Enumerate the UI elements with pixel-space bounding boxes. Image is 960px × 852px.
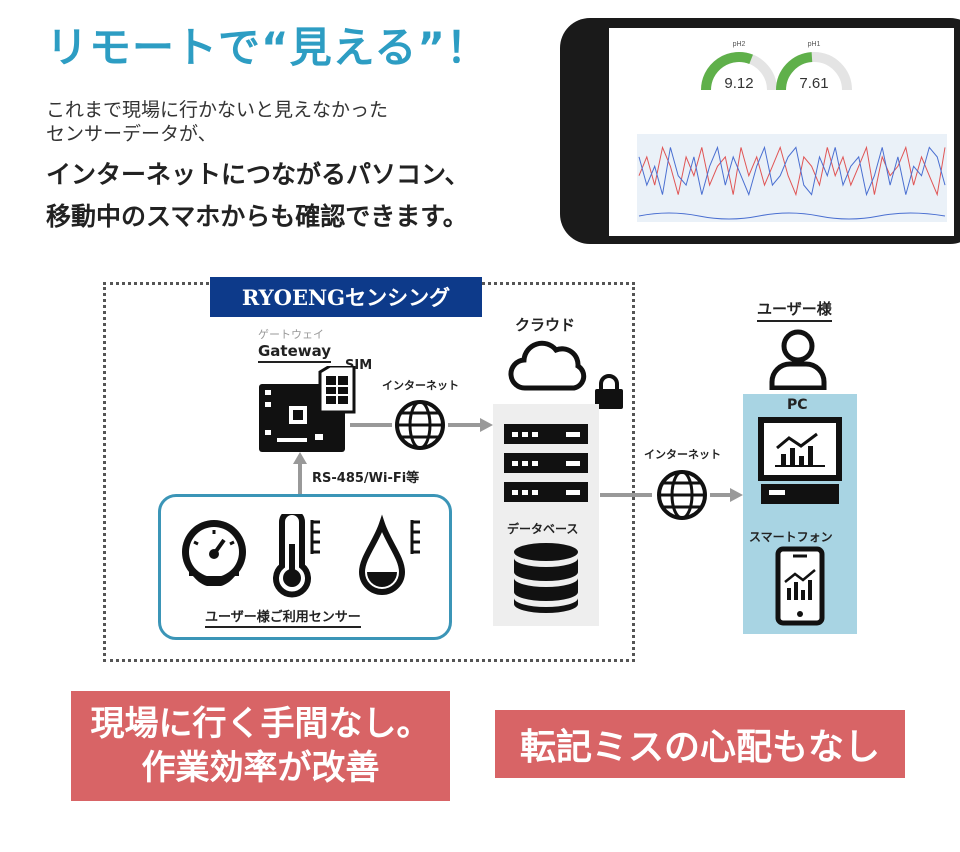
gauge-fill — [776, 52, 813, 91]
gauge-value: 7.61 — [799, 75, 828, 92]
headline: リモートで“見える”！ — [46, 23, 489, 72]
pc-label: PC — [787, 397, 808, 413]
arrow-cloud-to-user — [600, 488, 743, 502]
intro-line-2: センサーデータが、 — [46, 123, 217, 145]
globe-icon — [657, 470, 707, 520]
intro-line-1: これまで現場に行かないと見えなかった — [46, 99, 389, 121]
phone-screen: 9.12 pH2 7.61 pH1 — [609, 28, 954, 236]
sensor-label: ユーザー様ご利用センサー — [205, 606, 361, 628]
database-label: データベース — [507, 522, 579, 536]
cloud-icon — [508, 340, 587, 391]
smartphone-label: スマートフォン — [749, 530, 833, 544]
intro-line-4: 移動中のスマホからも確認できます。 — [46, 202, 468, 231]
thermometer-icon — [273, 514, 320, 598]
gauge-label: pH1 — [808, 41, 821, 48]
water-drop-icon — [358, 514, 420, 595]
link-label: RS-485/Wi-Fi等 — [312, 471, 420, 486]
gateway-label: Gateway — [258, 342, 332, 363]
gauge-value: 9.12 — [724, 75, 753, 92]
server-icon — [504, 424, 588, 502]
benefit-no-transcription-errors: 転記ミスの心配もなし — [495, 710, 905, 778]
dashboard-view: 9.12 pH2 7.61 pH1 — [637, 41, 947, 222]
range-slider[interactable] — [637, 208, 947, 222]
pc-monitor-icon — [758, 417, 842, 504]
range-slider-line — [638, 212, 946, 220]
globe-icon — [395, 400, 445, 450]
gateway-reading: ゲートウェイ — [258, 328, 324, 341]
lock-icon — [595, 374, 623, 409]
user-label: ユーザー様 — [757, 298, 832, 322]
pressure-gauge-icon — [182, 520, 246, 586]
sim-card-icon — [318, 366, 356, 414]
brand-banner: RYOENGセンシング — [210, 277, 482, 317]
database-icon — [514, 543, 578, 613]
internet-label-2: インターネット — [644, 448, 721, 461]
gauge-fill — [701, 52, 753, 91]
benefit1-line2: 作業効率が改善 — [141, 748, 380, 788]
chart-area — [637, 134, 947, 210]
arrow-sensor-to-gateway — [293, 452, 307, 496]
gauge-label: pH2 — [733, 41, 746, 48]
internet-label-1: インターネット — [382, 379, 459, 392]
chart-series-line-1 — [638, 145, 946, 197]
intro-line-3: インターネットにつながるパソコン、 — [46, 160, 470, 189]
arrow-gateway-to-cloud — [350, 418, 493, 432]
smartphone-icon — [775, 546, 825, 626]
user-icon — [769, 329, 827, 390]
benefit1-line1: 現場に行く手間なし。 — [90, 704, 431, 744]
cloud-label: クラウド — [515, 316, 576, 334]
benefit-no-site-visit: 現場に行く手間なし。 作業効率が改善 — [71, 691, 450, 801]
